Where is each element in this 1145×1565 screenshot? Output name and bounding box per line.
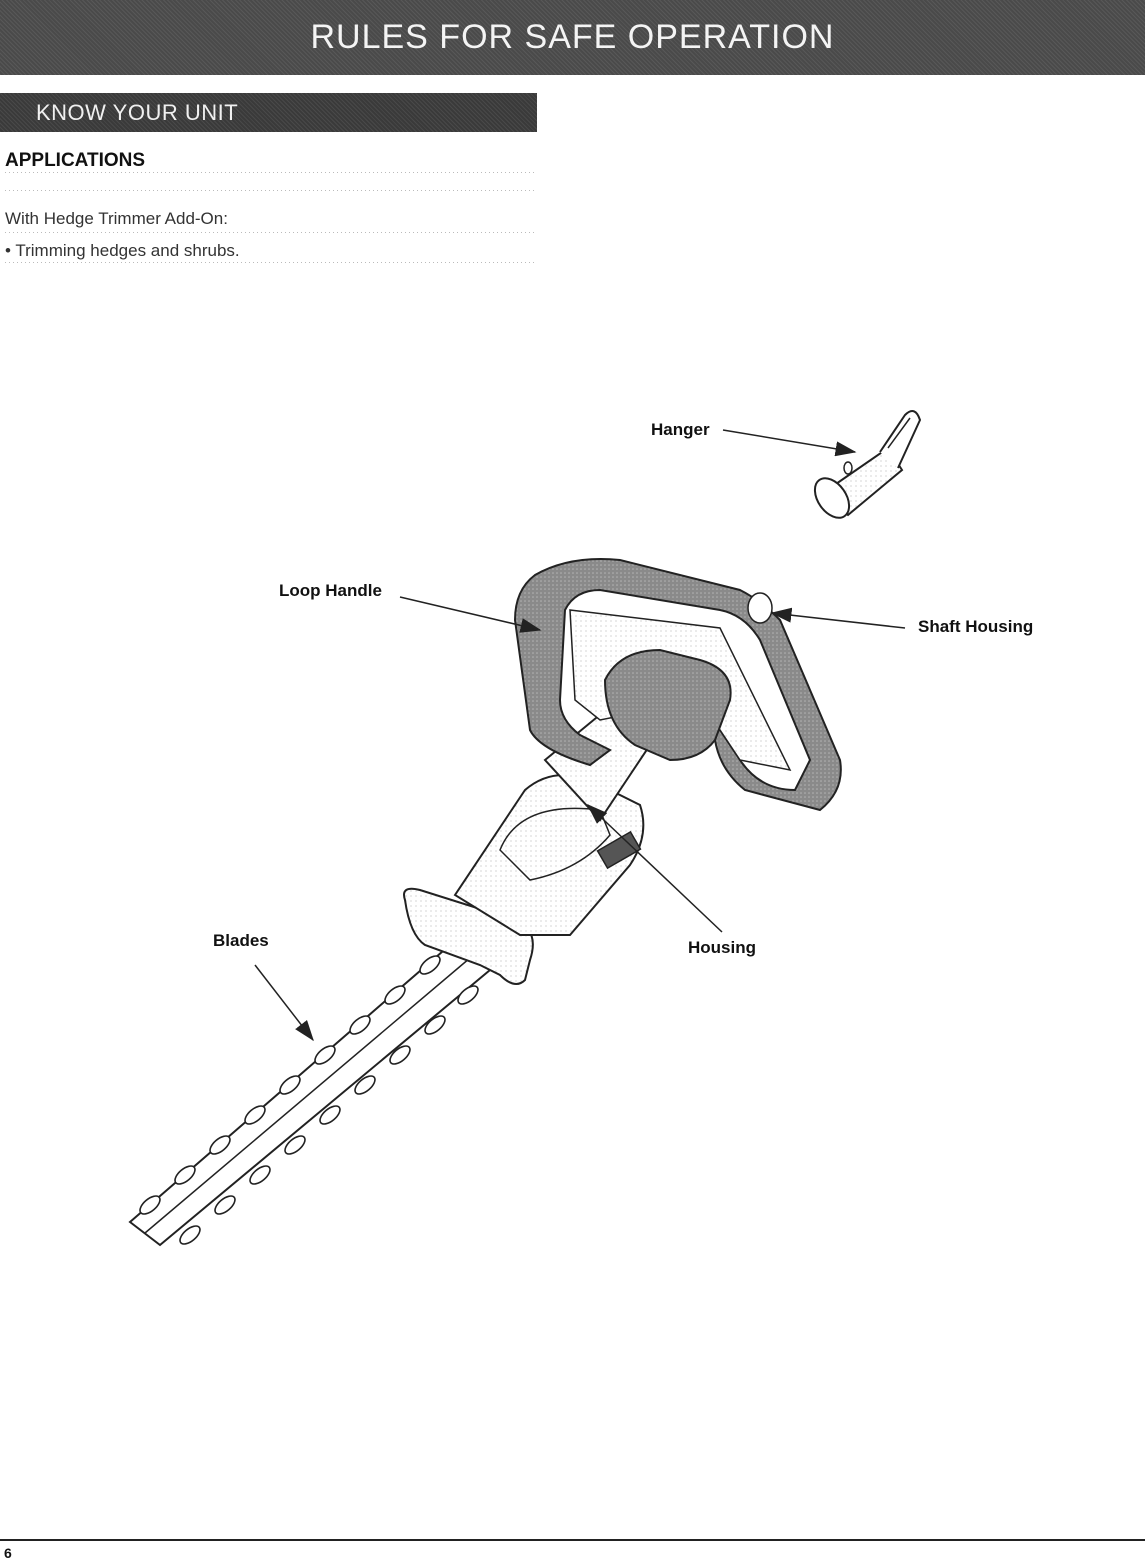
footer-rule bbox=[0, 1539, 1145, 1541]
applications-intro: With Hedge Trimmer Add-On: bbox=[5, 209, 228, 228]
label-shaft-housing: Shaft Housing bbox=[918, 617, 1034, 636]
page-number: 6 bbox=[4, 1545, 12, 1561]
hanger-part bbox=[813, 410, 922, 519]
page-banner: RULES FOR SAFE OPERATION bbox=[0, 0, 1145, 75]
label-blades: Blades bbox=[213, 931, 269, 950]
handle-clamp bbox=[603, 648, 732, 762]
dotted-rule bbox=[5, 172, 535, 173]
hedge-trimmer-diagram bbox=[128, 410, 922, 1247]
dotted-rule bbox=[5, 190, 535, 191]
blades-part bbox=[128, 943, 492, 1247]
label-hanger: Hanger bbox=[651, 420, 710, 439]
blade-guard bbox=[403, 887, 534, 985]
dotted-rule bbox=[5, 232, 535, 233]
label-housing: Housing bbox=[688, 938, 756, 957]
applications-bullet: • Trimming hedges and shrubs. bbox=[5, 241, 240, 260]
section-title: KNOW YOUR UNIT bbox=[36, 99, 239, 125]
label-loop-handle: Loop Handle bbox=[279, 581, 382, 600]
applications-heading: APPLICATIONS bbox=[5, 150, 146, 171]
section-header: KNOW YOUR UNIT bbox=[0, 93, 537, 132]
dotted-rule bbox=[5, 262, 535, 263]
page-banner-title: RULES FOR SAFE OPERATION bbox=[310, 18, 835, 56]
